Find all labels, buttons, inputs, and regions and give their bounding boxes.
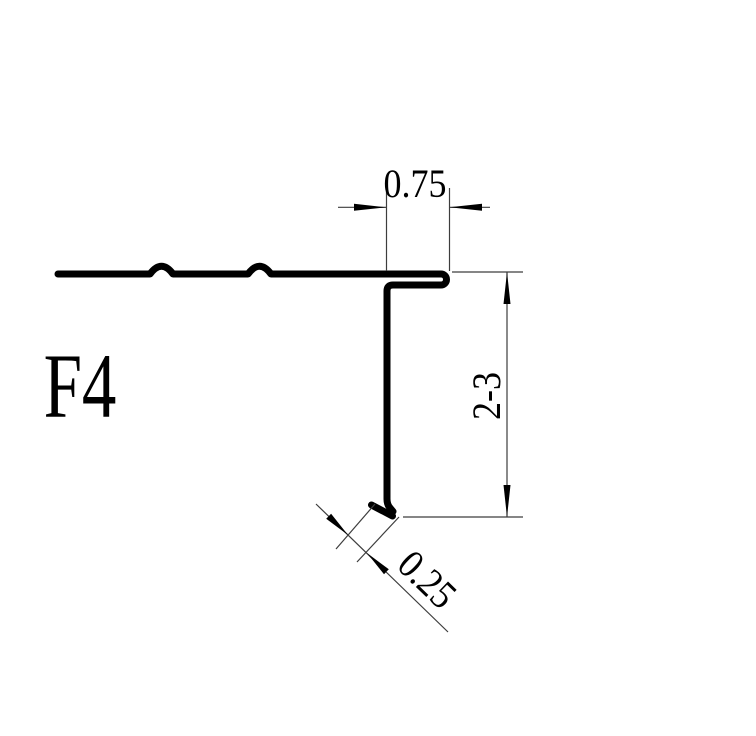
profile-main-path (54, 262, 450, 515)
top-dim-arrow-right (449, 203, 482, 211)
bottom-dim-arrow-lower (367, 553, 389, 575)
profile-bottom-hem-return (368, 501, 396, 520)
right-dim-arrow-up (503, 272, 511, 304)
profile-geometry (54, 262, 450, 520)
right-dim-arrow-down (503, 485, 511, 517)
profile-name-label: F4 (44, 336, 117, 438)
bottom-hem-dimension-label: 0.25 (389, 542, 465, 618)
top-width-dimension-label: 0.75 (383, 162, 446, 206)
bottom-ext-line-lower (356, 516, 400, 563)
dimension-arrows (326, 203, 511, 575)
bottom-ext-line-upper (335, 503, 376, 550)
top-dim-arrow-left (354, 203, 387, 211)
bottom-dim-arrow-upper (326, 513, 348, 535)
right-height-dimension-label: 2-3 (465, 372, 509, 420)
